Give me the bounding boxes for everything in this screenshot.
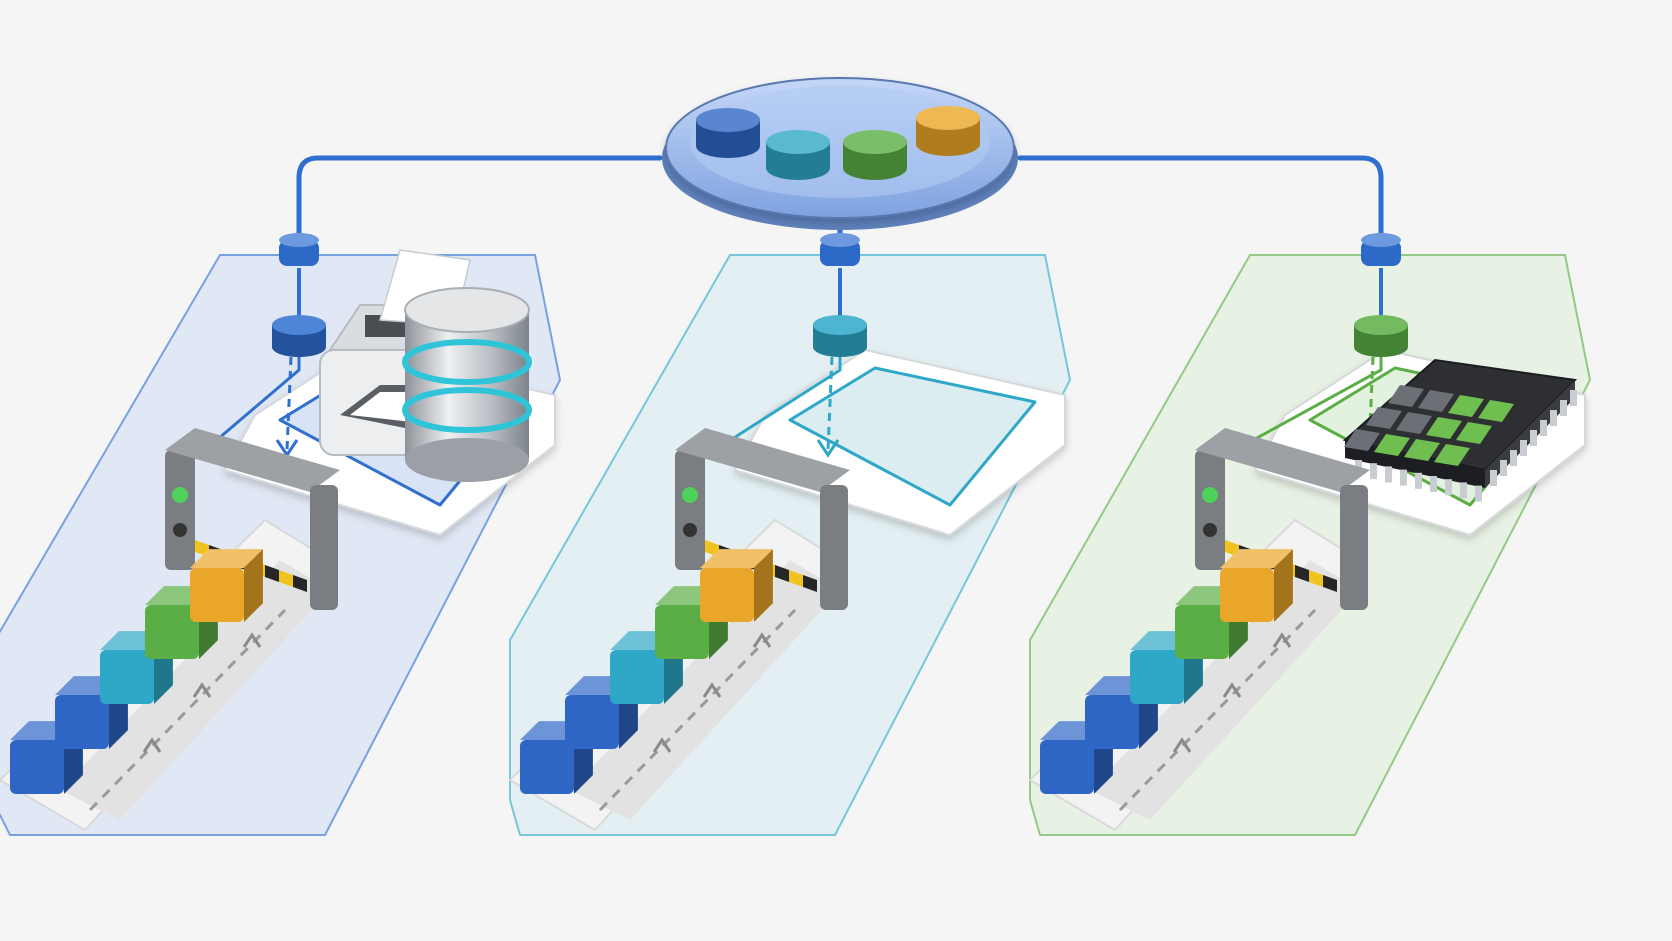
chip-pin [1430, 476, 1437, 492]
queue-printer [10, 549, 263, 794]
valve-chip-icon [1354, 315, 1408, 357]
microchip-icon [1342, 358, 1578, 502]
chip-pin [1475, 485, 1482, 502]
connector-top-printer [279, 233, 319, 247]
gate-light-icon [172, 487, 188, 503]
connector-printer [279, 240, 319, 266]
chip-pin [1530, 430, 1537, 446]
chip-pin [1490, 470, 1497, 486]
connector-database [820, 240, 860, 266]
database-ring-1 [402, 339, 532, 385]
connector-top-database [820, 233, 860, 247]
connector-chip [1361, 240, 1401, 266]
job-cube-amber [190, 549, 263, 622]
chip-pin [1385, 466, 1392, 483]
hub-inner [690, 86, 990, 198]
gate-sensor-icon [173, 523, 187, 537]
dispatch-arrow-database [826, 356, 834, 451]
hub-token-amber-icon [916, 106, 980, 156]
chip-pin [1520, 440, 1527, 456]
valve-printer-icon [272, 315, 326, 357]
job-cube-amber [1220, 549, 1293, 622]
chip-pin [1510, 450, 1517, 466]
flow-arrow-icon [1272, 632, 1292, 648]
gate-sensor-icon [1203, 523, 1217, 537]
chip-pin [1370, 463, 1377, 480]
hub-token-blue-icon [696, 108, 760, 158]
chip-pin [1500, 460, 1507, 476]
gate-printer-icon [165, 428, 340, 610]
database-top [404, 287, 530, 333]
chip-pin [1540, 420, 1547, 436]
chip-cell-grid [1344, 385, 1514, 466]
queue-database [520, 549, 773, 794]
flow-arrow-icon [192, 682, 212, 698]
conveyor-track-printer [60, 560, 330, 820]
chip-pin [1560, 400, 1567, 416]
flow-arrow-icon [142, 737, 162, 753]
flow-arrow-icon [752, 632, 772, 648]
conveyor-track-chip [1090, 560, 1360, 820]
chip-pin [1550, 410, 1557, 426]
lanes [0, 233, 1586, 832]
gate-light-icon [682, 487, 698, 503]
chip-pin [1445, 479, 1452, 496]
dispatch-arrowhead-database [816, 439, 840, 458]
device-slot-database [788, 366, 1037, 507]
hub-token-cyan-icon [766, 130, 830, 180]
chip-pin [1570, 390, 1577, 406]
chip-pin [1460, 482, 1467, 499]
gate-database-icon [675, 428, 850, 610]
flow-arrow-icon [702, 682, 722, 698]
database-bottom [405, 438, 529, 482]
chip-pin [1415, 472, 1422, 489]
flow-arrow-icon [652, 737, 672, 753]
lane-chip [1028, 233, 1586, 832]
conveyor-track-database [570, 560, 840, 820]
gate-sensor-icon [683, 523, 697, 537]
database-cylinder-icon [402, 287, 532, 482]
database-ring-2 [402, 387, 532, 433]
shared-resource-pool [662, 77, 1018, 230]
flow-arrow-icon [1172, 737, 1192, 753]
link-left [296, 155, 663, 261]
queue-chip [1040, 549, 1293, 794]
valve-database-icon [813, 315, 867, 357]
link-right [1017, 155, 1384, 261]
flow-arrow-icon [242, 632, 262, 648]
job-cube-amber [700, 549, 773, 622]
chip-pin [1400, 469, 1407, 486]
dispatch-arrow-printer [285, 356, 293, 451]
flow-arrow-icon [1222, 682, 1242, 698]
hub-token-green-icon [843, 130, 907, 180]
lane-database [402, 233, 1066, 832]
gate-light-icon [1202, 487, 1218, 503]
connector-top-chip [1361, 233, 1401, 247]
